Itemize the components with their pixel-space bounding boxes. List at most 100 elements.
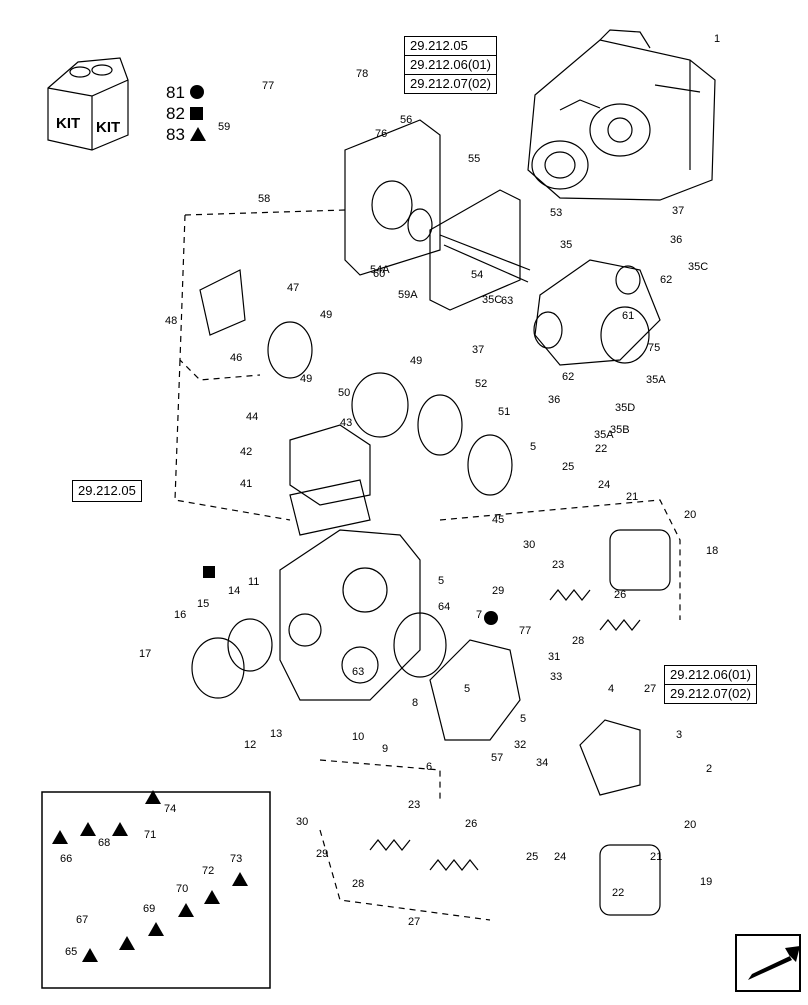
circle-marker	[484, 611, 498, 625]
kit-label-left: KIT	[56, 115, 80, 132]
callout-number: 50	[338, 387, 350, 399]
reference-link[interactable]: 29.212.06(01)	[405, 56, 496, 75]
filter-20	[609, 529, 671, 591]
callout-number: 24	[554, 851, 566, 863]
callout-number: 28	[572, 635, 584, 647]
callout-number: 31	[548, 651, 560, 663]
reference-link[interactable]: 29.212.07(02)	[670, 686, 751, 701]
callout-number: 62	[660, 274, 672, 286]
callout-numbers: 1234555567891011121314151617181920202121…	[0, 0, 720, 958]
callout-number: 67	[76, 914, 88, 926]
callout-number: 25	[526, 851, 538, 863]
callout-number: 52	[475, 378, 487, 390]
callout-number: 13	[270, 728, 282, 740]
reference-link[interactable]: 29.212.07(02)	[410, 76, 491, 91]
callout-number: 66	[60, 853, 72, 865]
callout-number: 17	[139, 648, 151, 660]
callout-number: 49	[320, 309, 332, 321]
cylinder-block-50	[351, 372, 409, 438]
callout-number: 69	[143, 903, 155, 915]
callout-number: 27	[408, 916, 420, 928]
callout-number: 24	[598, 479, 610, 491]
callout-number: 35C	[688, 261, 708, 273]
triangle-icon	[189, 127, 206, 141]
callout-number: 41	[240, 478, 252, 490]
callout-number: 57	[491, 752, 503, 764]
callout-number: 14	[228, 585, 240, 597]
callout-number: 74	[164, 803, 176, 815]
port-plate-47	[267, 321, 313, 379]
callout-number: 5	[520, 713, 526, 725]
callout-number: 4	[608, 683, 614, 695]
callout-number: 20	[684, 509, 696, 521]
callout-number: 15	[197, 598, 209, 610]
callout-number: 29	[492, 585, 504, 597]
callout-number: 5	[464, 683, 470, 695]
callout-number: 33	[550, 671, 562, 683]
callout-number: 63	[501, 295, 513, 307]
reference-link-left[interactable]: 29.212.05	[72, 480, 142, 502]
valve-plate-51	[417, 394, 463, 456]
kit-markers	[52, 566, 498, 962]
callout-number: 32	[514, 739, 526, 751]
kit-legend-item: 83	[166, 124, 206, 145]
callout-number: 21	[626, 491, 638, 503]
shaft-54	[439, 234, 531, 271]
kit-label-right: KIT	[96, 119, 120, 136]
callout-number: 54A	[370, 264, 390, 276]
callout-number: 46	[230, 352, 242, 364]
callout-number: 35	[560, 239, 572, 251]
callout-number: 8	[412, 697, 418, 709]
callout-number: 26	[465, 818, 477, 830]
callout-number: 10	[352, 731, 364, 743]
reference-link[interactable]: 29.212.05	[405, 37, 496, 56]
valve-42	[289, 424, 371, 506]
callout-number: 76	[375, 128, 387, 140]
plate-56	[344, 119, 441, 276]
callout-number: 59	[218, 121, 230, 133]
plate-45	[467, 434, 513, 496]
callout-number: 47	[287, 282, 299, 294]
callout-number: 28	[352, 878, 364, 890]
callout-number: 79	[0, 0, 12, 3]
callout-number: 56	[400, 114, 412, 126]
reference-link[interactable]: 29.212.06(01)	[665, 666, 756, 685]
callout-number: 77	[262, 80, 274, 92]
circle-icon	[189, 85, 204, 99]
next-page-arrow-icon[interactable]	[735, 934, 801, 992]
callout-number: 61	[622, 310, 634, 322]
callout-number: 70	[176, 883, 188, 895]
callout-number: 68	[98, 837, 110, 849]
callout-number: 42	[240, 446, 252, 458]
callout-number: 22	[612, 887, 624, 899]
callout-number: 63	[352, 666, 364, 678]
kit-detail-inset	[41, 791, 271, 989]
callout-number: 36	[670, 234, 682, 246]
spring-23	[549, 589, 591, 601]
callout-number: 16	[174, 609, 186, 621]
callout-number: 36	[548, 394, 560, 406]
callout-number: 45	[492, 514, 504, 526]
callout-number: 5	[530, 441, 536, 453]
callout-number: 71	[144, 829, 156, 841]
callout-number: 29	[316, 848, 328, 860]
reference-stack-top[interactable]: 29.212.05 29.212.06(01) 29.212.07(02)	[404, 36, 497, 94]
callout-number: 35B	[610, 424, 630, 436]
kit-legend-number: 83	[166, 125, 185, 144]
callout-number: 20	[684, 819, 696, 831]
pump-3	[579, 719, 641, 796]
callout-number: 58	[258, 193, 270, 205]
reference-stack-right[interactable]: 29.212.06(01) 29.212.07(02)	[664, 665, 757, 704]
kit-legend: 81 82 83	[166, 82, 206, 145]
gasket-55	[429, 189, 521, 311]
callout-number: 35A	[594, 429, 614, 441]
callout-number: 26	[614, 589, 626, 601]
callout-number: 12	[244, 739, 256, 751]
callout-number: 7	[476, 609, 482, 621]
kit-legend-item: 82	[166, 103, 206, 124]
plate-48	[199, 269, 246, 336]
callout-number: 60	[373, 268, 385, 280]
square-icon	[189, 107, 203, 120]
